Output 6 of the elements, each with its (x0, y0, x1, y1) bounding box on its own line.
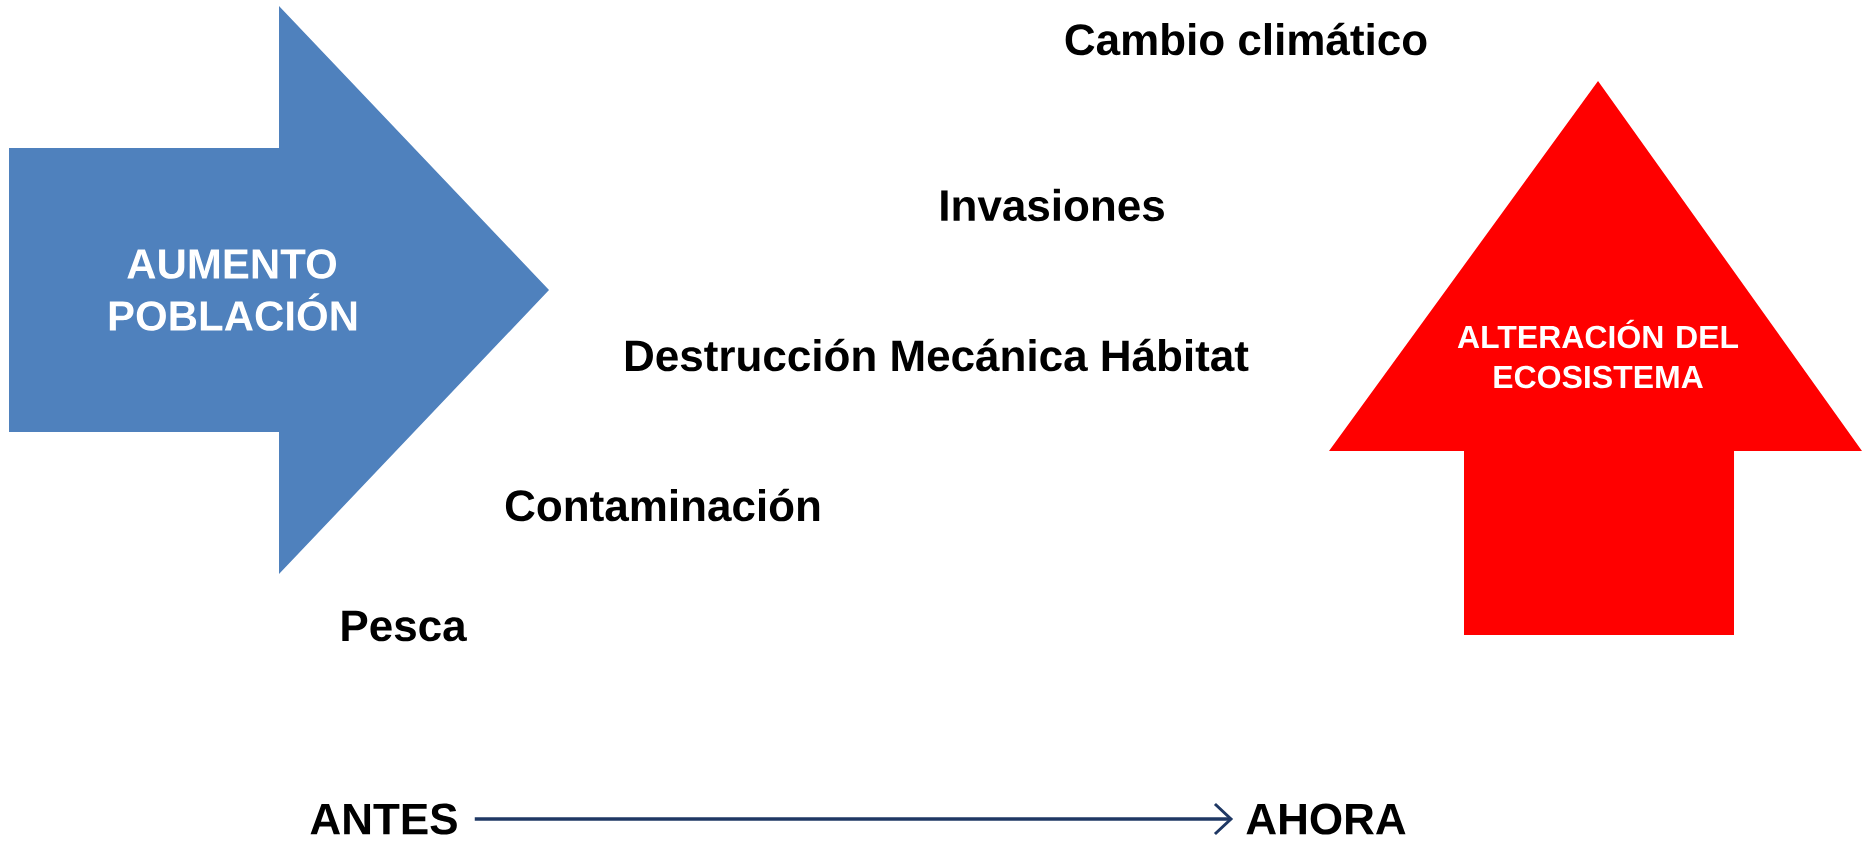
arrow (474, 802, 1234, 836)
threat-label: Invasiones (941, 188, 1164, 222)
time-label: AHORA (1246, 803, 1406, 835)
threat-label: Cambio climático (1065, 22, 1427, 56)
threat-label: Destrucción Mecánica Hábitat (626, 338, 1249, 372)
time-label: ANTES (310, 803, 457, 835)
